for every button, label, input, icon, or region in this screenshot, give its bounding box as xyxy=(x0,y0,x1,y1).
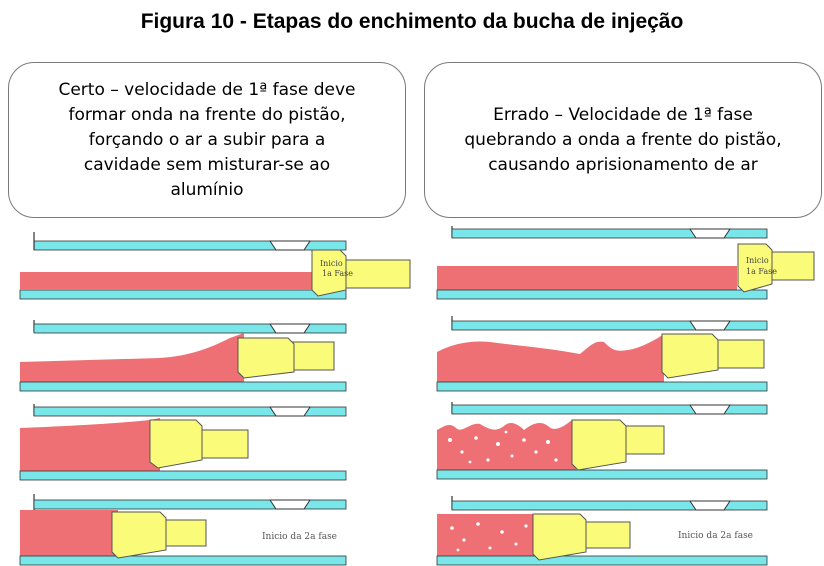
callout-correct-text: Certo – velocidade de 1ª fase deve forma… xyxy=(58,79,356,200)
piston-head xyxy=(111,511,167,559)
barrel-top-wall xyxy=(451,320,768,331)
correct-stage-3 xyxy=(19,404,347,481)
right-column-wrong: Inicio 1a Fase xyxy=(436,226,815,566)
barrel-bottom-wall xyxy=(436,289,768,300)
wrong-stage-2 xyxy=(436,316,768,392)
barrel-bottom-wall xyxy=(19,470,347,481)
correct-stage-1: Inicio 1a Fase xyxy=(19,232,411,300)
barrel-bottom-wall xyxy=(436,555,768,566)
aluminum-fill xyxy=(437,266,737,290)
barrel-top-wall xyxy=(33,406,347,417)
second-phase-label: Inicio da 2a fase xyxy=(262,532,337,542)
second-phase-label: Inicio da 2a fase xyxy=(678,531,753,541)
start-label-2: 1a Fase xyxy=(322,269,353,278)
barrel-top-wall xyxy=(33,323,347,334)
piston-head xyxy=(532,513,587,561)
start-label-2: 1a Fase xyxy=(746,267,777,276)
wrong-stage-1: Inicio 1a Fase xyxy=(436,226,815,300)
piston-head xyxy=(571,419,627,471)
piston-head xyxy=(311,249,347,297)
piston-rod xyxy=(195,429,249,459)
barrel-top-wall xyxy=(451,404,768,415)
piston-head xyxy=(661,333,719,379)
aluminum-fill xyxy=(20,510,118,556)
pour-hole xyxy=(269,323,311,334)
pour-hole xyxy=(689,404,731,415)
barrel-bottom-wall xyxy=(436,381,768,392)
wrong-stage-3 xyxy=(436,402,768,480)
start-label-1: Inicio xyxy=(320,259,343,268)
barrel-bottom-wall xyxy=(19,381,347,392)
start-label-1: Inicio xyxy=(746,256,769,265)
barrel-bottom-wall xyxy=(436,469,768,480)
piston-rod xyxy=(159,519,207,547)
piston-rod xyxy=(619,425,665,455)
pour-hole xyxy=(689,320,731,331)
pour-hole xyxy=(269,499,311,510)
left-column-correct: Inicio 1a Fase xyxy=(19,232,411,566)
piston-head xyxy=(237,337,295,379)
pour-hole xyxy=(689,228,731,239)
air-bubbles xyxy=(448,430,558,464)
callout-wrong-text: Errado – Velocidade de 1ª fase quebrando… xyxy=(464,104,782,175)
aluminum-fill xyxy=(437,514,537,556)
piston-rod xyxy=(715,339,765,369)
aluminum-with-air xyxy=(437,420,576,470)
correct-stage-2 xyxy=(19,320,347,392)
piston-head xyxy=(149,419,203,469)
air-bubbles xyxy=(450,522,528,552)
aluminum-wave xyxy=(20,418,160,471)
correct-stage-4: Inicio da 2a fase xyxy=(19,494,347,566)
barrel-top-wall xyxy=(451,500,768,511)
pour-hole xyxy=(269,406,311,417)
barrel-top-wall xyxy=(33,499,347,510)
barrel-top-wall xyxy=(451,228,768,239)
callout-wrong: Errado – Velocidade de 1ª fase quebrando… xyxy=(424,62,822,218)
wrong-stage-4: Inicio da 2a fase xyxy=(436,496,768,566)
aluminum-wave xyxy=(20,333,244,382)
figure-title: Figura 10 - Etapas do enchimento da buch… xyxy=(140,10,684,33)
piston-rod xyxy=(771,251,815,281)
barrel-bottom-wall xyxy=(19,289,347,300)
callout-correct: Certo – velocidade de 1ª fase deve forma… xyxy=(8,62,406,218)
pour-hole xyxy=(269,240,311,251)
piston-rod xyxy=(583,521,631,549)
aluminum-fill xyxy=(20,272,320,290)
pour-hole xyxy=(689,500,731,511)
piston-head xyxy=(737,243,773,293)
barrel-bottom-wall xyxy=(19,555,347,566)
aluminum-broken-wave xyxy=(437,334,664,382)
